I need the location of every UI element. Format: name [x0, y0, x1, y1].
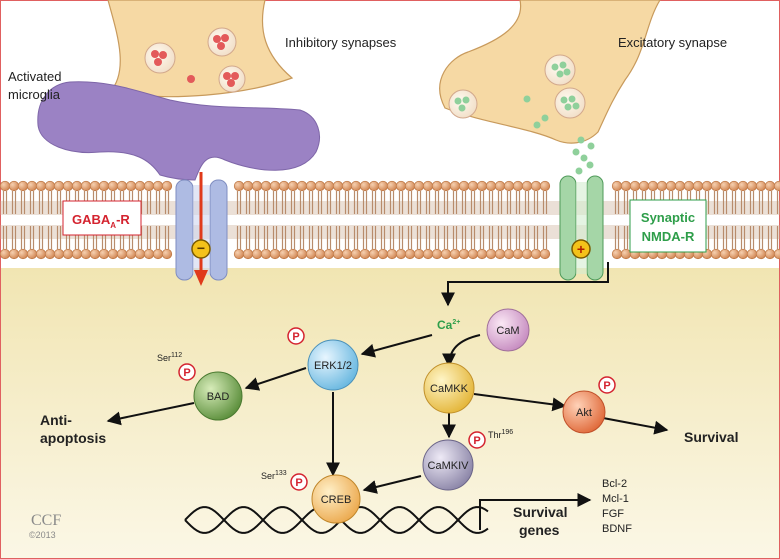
- gene-item: Bcl-2: [602, 478, 627, 490]
- thr196-label: Thr196: [488, 429, 513, 440]
- survival-gene-list: Bcl-2 Mcl-1 FGF BDNF: [602, 478, 632, 535]
- akt-label: Akt: [576, 407, 592, 419]
- ser133-label: Ser133: [261, 470, 287, 481]
- bad-label: BAD: [207, 391, 230, 403]
- svg-text:P: P: [183, 367, 190, 379]
- inhibitory-sign: −: [197, 240, 205, 256]
- inhibitory-presynaptic-terminal: [107, 0, 294, 98]
- nmda-label-line1: Synaptic: [641, 210, 695, 225]
- survival-genes-line1: Survival: [513, 504, 567, 520]
- calcium-label: Ca2+: [437, 318, 460, 332]
- excitatory-sign-icon: [571, 239, 591, 259]
- excitatory-sign: +: [577, 241, 585, 257]
- svg-text:P: P: [473, 435, 480, 447]
- copyright-text: ©2013: [29, 530, 56, 540]
- camkk-label: CaMKK: [430, 383, 469, 395]
- gene-item: FGF: [602, 508, 624, 520]
- gene-item: BDNF: [602, 523, 632, 535]
- phospho-badge-camkiv: P: [468, 431, 486, 449]
- microglia-label-line2: microglia: [8, 87, 61, 102]
- phospho-badge-bad: P: [178, 363, 196, 381]
- inhibitory-synapses-label: Inhibitory synapses: [285, 35, 397, 50]
- survival-label: Survival: [684, 429, 738, 445]
- phospho-badge-erk: P: [287, 327, 305, 345]
- cam-node: CaM: [486, 308, 530, 352]
- microglia-label-line1: Activated: [8, 69, 61, 84]
- svg-text:P: P: [295, 477, 302, 489]
- nmda-label-line2: NMDA-R: [642, 229, 695, 244]
- glutamate-vesicles: [448, 54, 595, 175]
- camkk-node: CaMKK: [423, 362, 475, 414]
- erk-node: ERK1/2: [307, 339, 359, 391]
- erk-label: ERK1/2: [314, 360, 352, 372]
- camkiv-label: CaMKIV: [428, 460, 470, 472]
- camkiv-node: CaMKIV: [422, 439, 474, 491]
- akt-node: Akt: [562, 390, 606, 434]
- anti-apoptosis-line1: Anti-: [40, 412, 72, 428]
- inhibitory-vesicles: [144, 27, 246, 93]
- anti-apoptosis-line2: apoptosis: [40, 430, 106, 446]
- survival-genes-line2: genes: [519, 522, 560, 538]
- gaba-label-box: [62, 200, 142, 236]
- cytoplasm: [0, 268, 780, 559]
- svg-text:P: P: [292, 331, 299, 343]
- creb-label: CREB: [321, 494, 352, 506]
- activated-microglia: [37, 81, 320, 181]
- creb-node: CREB: [311, 474, 361, 524]
- nmda-receptor-channel: [559, 175, 604, 281]
- phospho-badge-akt: P: [598, 376, 616, 394]
- inhibitory-sign-icon: [191, 239, 211, 259]
- svg-text:P: P: [603, 380, 610, 392]
- gene-item: Mcl-1: [602, 493, 629, 505]
- phospho-badge-creb: P: [290, 473, 308, 491]
- ccf-logo: CCF: [31, 512, 61, 529]
- gaba-a-receptor-channel: [175, 172, 228, 286]
- ser112-label: Ser112: [157, 352, 182, 363]
- excitatory-synapse-label: Excitatory synapse: [618, 35, 727, 50]
- gaba-a-receptor-label: GABAA-R: [72, 212, 130, 230]
- nmda-label-box: [629, 199, 707, 253]
- cam-label: CaM: [496, 325, 519, 337]
- bad-node: BAD: [193, 371, 243, 421]
